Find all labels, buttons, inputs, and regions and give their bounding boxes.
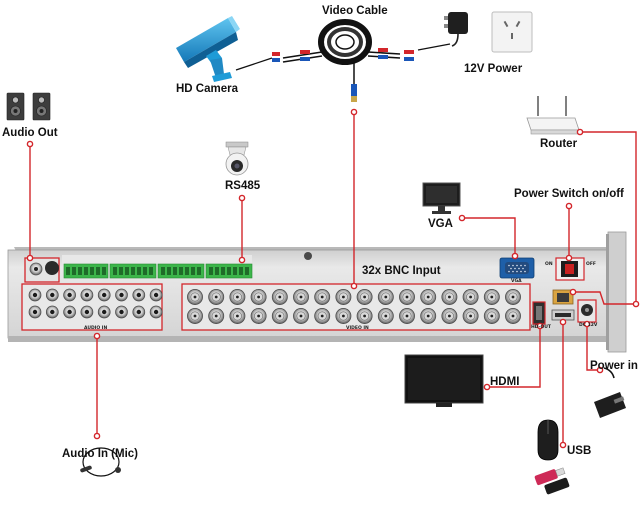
usb-stick-icon xyxy=(534,467,570,495)
power-in-label: Power in xyxy=(590,360,638,372)
rca-jack[interactable] xyxy=(28,288,42,302)
bnc-jack[interactable] xyxy=(229,289,246,305)
power-12v-label: 12V Power xyxy=(464,63,523,75)
bnc-jack[interactable] xyxy=(483,289,500,305)
rca-jack[interactable] xyxy=(63,288,76,302)
rs485-label: RS485 xyxy=(225,180,261,192)
rca-jack[interactable] xyxy=(80,305,94,319)
bnc-jack[interactable] xyxy=(314,289,331,305)
bnc-jack[interactable] xyxy=(208,289,225,305)
dc-power-port[interactable] xyxy=(577,299,597,323)
bnc-jack[interactable] xyxy=(441,289,458,305)
usb-mouse-icon xyxy=(537,419,559,461)
off-silkscreen: OFF xyxy=(586,262,596,267)
power-switch-label: Power Switch on/off xyxy=(514,188,624,200)
rca-jack[interactable] xyxy=(132,305,146,319)
bnc-jack[interactable] xyxy=(462,289,479,305)
bnc-jack[interactable] xyxy=(250,308,267,324)
dc12v-silkscreen: DC 12V xyxy=(579,323,598,328)
bnc-jack[interactable] xyxy=(229,308,246,324)
bnc-jack[interactable] xyxy=(187,289,203,305)
rs485-terminal-blocks[interactable] xyxy=(62,255,253,279)
usb-label: USB xyxy=(567,445,592,457)
video-in-bnc-ports[interactable] xyxy=(181,283,531,331)
bnc-jack[interactable] xyxy=(399,308,415,324)
rca-jack[interactable] xyxy=(63,305,76,319)
audio-in-silkscreen: AUDIO IN xyxy=(84,326,108,331)
bnc-jack[interactable] xyxy=(399,289,415,305)
hdmi-tv-icon xyxy=(404,354,484,407)
video-in-silkscreen: VIDEO IN xyxy=(346,326,369,331)
rca-jack[interactable] xyxy=(97,288,111,302)
bnc-jack[interactable] xyxy=(483,308,500,324)
hd-camera-icon xyxy=(176,16,240,82)
bnc-jack[interactable] xyxy=(356,308,373,324)
hdmi-port[interactable] xyxy=(532,301,546,325)
vga-label: VGA xyxy=(428,218,453,230)
bnc-jack[interactable] xyxy=(271,289,288,305)
vga-port[interactable] xyxy=(499,257,535,279)
bnc-jack[interactable] xyxy=(335,308,352,324)
rca-jack[interactable] xyxy=(45,305,59,319)
vga-monitor-icon xyxy=(422,182,461,214)
bnc-jack[interactable] xyxy=(293,308,309,324)
hd-camera-label: HD Camera xyxy=(176,83,238,95)
usb-port[interactable] xyxy=(551,309,575,321)
bnc-jack[interactable] xyxy=(335,289,352,305)
bnc-input-label: 32x BNC Input xyxy=(362,265,441,277)
on-silkscreen: ON xyxy=(545,262,553,267)
rca-jack[interactable] xyxy=(97,305,111,319)
router-icon xyxy=(526,96,580,135)
power-switch[interactable] xyxy=(555,257,585,281)
power-adapter-icon xyxy=(444,12,468,47)
grounding-screw-icon xyxy=(304,252,312,260)
ptz-camera-icon xyxy=(225,141,249,176)
bnc-jack[interactable] xyxy=(187,308,203,324)
bnc-jack[interactable] xyxy=(420,308,437,324)
rca-jack[interactable] xyxy=(132,288,146,302)
bnc-jack[interactable] xyxy=(271,308,288,324)
bnc-jack[interactable] xyxy=(505,289,521,305)
rca-jack[interactable] xyxy=(149,288,163,302)
bnc-jack[interactable] xyxy=(420,289,437,305)
connection-dots xyxy=(26,108,640,449)
power-in-adapter-icon xyxy=(594,367,626,418)
audio-in-ports[interactable] xyxy=(21,283,163,331)
hd-out-silkscreen: HD-OUT xyxy=(531,325,552,330)
rca-jack[interactable] xyxy=(115,288,128,302)
bnc-jack[interactable] xyxy=(293,289,309,305)
bnc-jack[interactable] xyxy=(441,308,458,324)
video-cable-icon xyxy=(235,19,451,102)
bnc-jack[interactable] xyxy=(208,308,225,324)
audio-out-port[interactable] xyxy=(24,257,60,283)
router-label: Router xyxy=(540,138,578,150)
audio-out-label: Audio Out xyxy=(2,127,58,139)
rca-jack[interactable] xyxy=(149,305,163,319)
bnc-jack[interactable] xyxy=(462,308,479,324)
bnc-jack[interactable] xyxy=(505,308,521,324)
video-cable-label: Video Cable xyxy=(322,5,388,17)
bnc-jack[interactable] xyxy=(377,308,394,324)
bnc-jack[interactable] xyxy=(356,289,373,305)
rca-jack[interactable] xyxy=(45,288,59,302)
rca-jack[interactable] xyxy=(28,305,42,319)
vga-silkscreen: VGA xyxy=(511,279,522,284)
hdmi-label: HDMI xyxy=(490,376,520,388)
lan-port[interactable] xyxy=(552,289,574,305)
bnc-jack[interactable] xyxy=(377,289,394,305)
bnc-jack[interactable] xyxy=(314,308,331,324)
bnc-jack[interactable] xyxy=(250,289,267,305)
wall-outlet-icon xyxy=(491,11,533,53)
audio-in-label: Audio In (Mic) xyxy=(62,448,139,460)
microphone-icon xyxy=(80,447,121,477)
connection-lines xyxy=(29,112,637,445)
rca-jack[interactable] xyxy=(80,288,94,302)
rca-jack[interactable] xyxy=(115,305,128,319)
speaker-icon xyxy=(6,92,51,121)
